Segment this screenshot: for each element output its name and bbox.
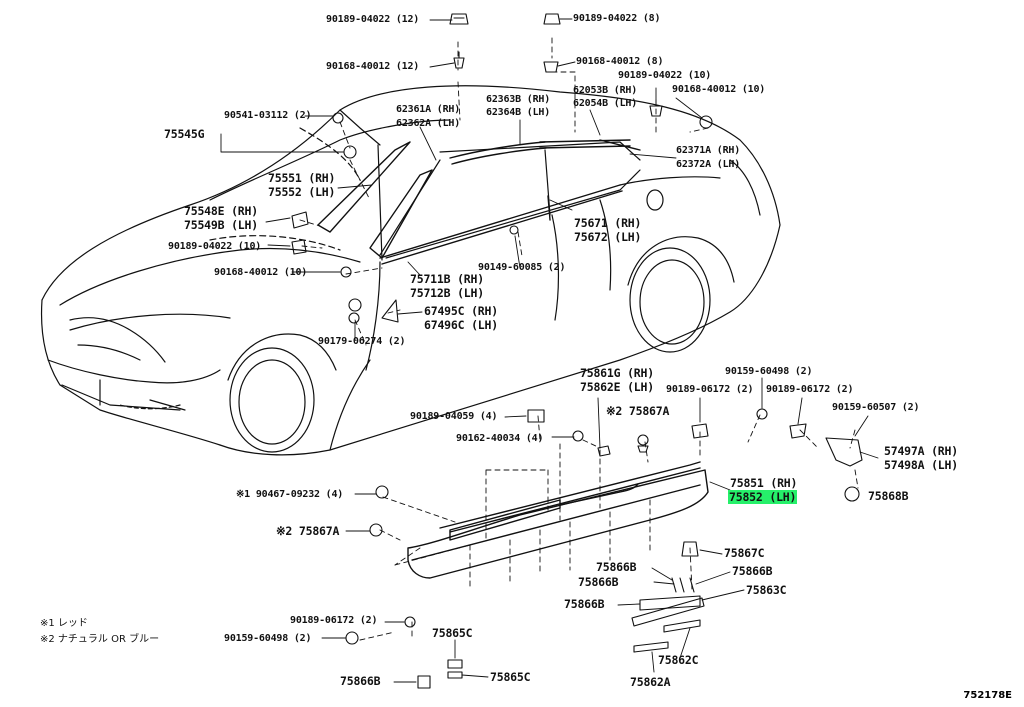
part-label[interactable]: 90189-06172 (2): [666, 384, 754, 395]
legend-note-2: ※2 ナチュラル OR ブルー: [40, 634, 160, 645]
part-label[interactable]: 90189-04022 (10): [618, 70, 712, 81]
part-label[interactable]: 62053B (RH): [573, 85, 638, 96]
part-label[interactable]: 75863C: [746, 583, 787, 597]
part-label[interactable]: ※2 75867A: [606, 404, 670, 418]
part-label[interactable]: 75712B (LH): [410, 286, 484, 300]
legend-note-1: ※1 レッド: [40, 618, 88, 629]
leader-lines: [220, 18, 879, 683]
part-label[interactable]: 75865C: [490, 670, 531, 684]
part-label[interactable]: 67496C (LH): [424, 318, 498, 332]
part-label[interactable]: 57498A (LH): [884, 458, 958, 472]
part-label[interactable]: 90189-06172 (2): [290, 615, 378, 626]
part-label[interactable]: 75862C: [658, 653, 699, 667]
part-label[interactable]: 90159-60507 (2): [832, 402, 920, 413]
part-label[interactable]: 90189-04059 (4): [410, 411, 498, 422]
part-label[interactable]: 90189-04022 (10): [168, 241, 262, 252]
part-label[interactable]: 75545G: [164, 127, 205, 141]
part-label[interactable]: 62361A (RH): [396, 104, 461, 115]
part-label[interactable]: 62372A (LH): [676, 159, 741, 170]
part-label[interactable]: ※2 75867A: [276, 524, 340, 538]
part-label[interactable]: 75861G (RH): [580, 366, 654, 380]
part-label[interactable]: 75867C: [724, 546, 765, 560]
part-label[interactable]: 75711B (RH): [410, 272, 484, 286]
part-label[interactable]: 90149-60085 (2): [478, 262, 566, 273]
part-label[interactable]: 75548E (RH): [184, 204, 258, 218]
part-label[interactable]: 90168-40012 (12): [326, 61, 420, 72]
car-body-outline: [40, 85, 781, 456]
part-label[interactable]: 75672 (LH): [574, 230, 642, 244]
part-label[interactable]: 90189-06172 (2): [766, 384, 854, 395]
highlight-marker: 75852 (LH): [728, 490, 798, 504]
part-label[interactable]: 90179-06274 (2): [318, 336, 406, 347]
fasteners: [291, 13, 863, 689]
part-label[interactable]: 75549B (LH): [184, 218, 258, 232]
part-label[interactable]: 75866B: [340, 674, 381, 688]
part-label[interactable]: 75865C: [432, 626, 473, 640]
part-label[interactable]: 62364B (LH): [486, 107, 551, 118]
part-label[interactable]: 90189-04022 (8): [573, 13, 661, 24]
part-label[interactable]: 57497A (RH): [884, 444, 958, 458]
part-label[interactable]: 75862E (LH): [580, 380, 654, 394]
diagram-code: 752178E: [963, 690, 1012, 701]
part-label[interactable]: 75868B: [868, 489, 909, 503]
part-label[interactable]: 90168-40012 (10): [214, 267, 308, 278]
part-label[interactable]: 90162-40034 (4): [456, 433, 544, 444]
part-label[interactable]: 75671 (RH): [574, 216, 642, 230]
part-label[interactable]: 75862A: [630, 675, 671, 689]
part-label[interactable]: 75866B: [596, 560, 637, 574]
part-label[interactable]: 90189-04022 (12): [326, 14, 420, 25]
part-label[interactable]: 75851 (RH): [730, 476, 798, 490]
part-label[interactable]: 62363B (RH): [486, 94, 551, 105]
assembly-guide-lines: [299, 37, 859, 641]
part-label[interactable]: 90159-60498 (2): [725, 366, 813, 377]
part-label[interactable]: 90159-60498 (2): [224, 633, 312, 644]
roof-moldings: [317, 139, 641, 265]
part-label[interactable]: 90541-03112 (2): [224, 110, 312, 121]
part-label[interactable]: 75866B: [732, 564, 773, 578]
part-label[interactable]: 90168-40012 (10): [672, 84, 766, 95]
part-label[interactable]: 62054B (LH): [573, 98, 638, 109]
part-label[interactable]: 75552 (LH): [268, 185, 336, 199]
part-label[interactable]: 75866B: [564, 597, 605, 611]
part-label[interactable]: 90168-40012 (8): [576, 56, 664, 67]
rocker-panel-molding: [407, 461, 709, 579]
part-label[interactable]: 75866B: [578, 575, 619, 589]
part-label[interactable]: 75551 (RH): [268, 171, 336, 185]
part-label-highlighted[interactable]: 75852 (LH): [728, 490, 798, 504]
part-label[interactable]: ※1 90467-09232 (4): [236, 489, 344, 500]
part-label[interactable]: 62371A (RH): [676, 145, 741, 156]
part-label[interactable]: 67495C (RH): [424, 304, 498, 318]
part-label[interactable]: 62362A (LH): [396, 118, 461, 129]
